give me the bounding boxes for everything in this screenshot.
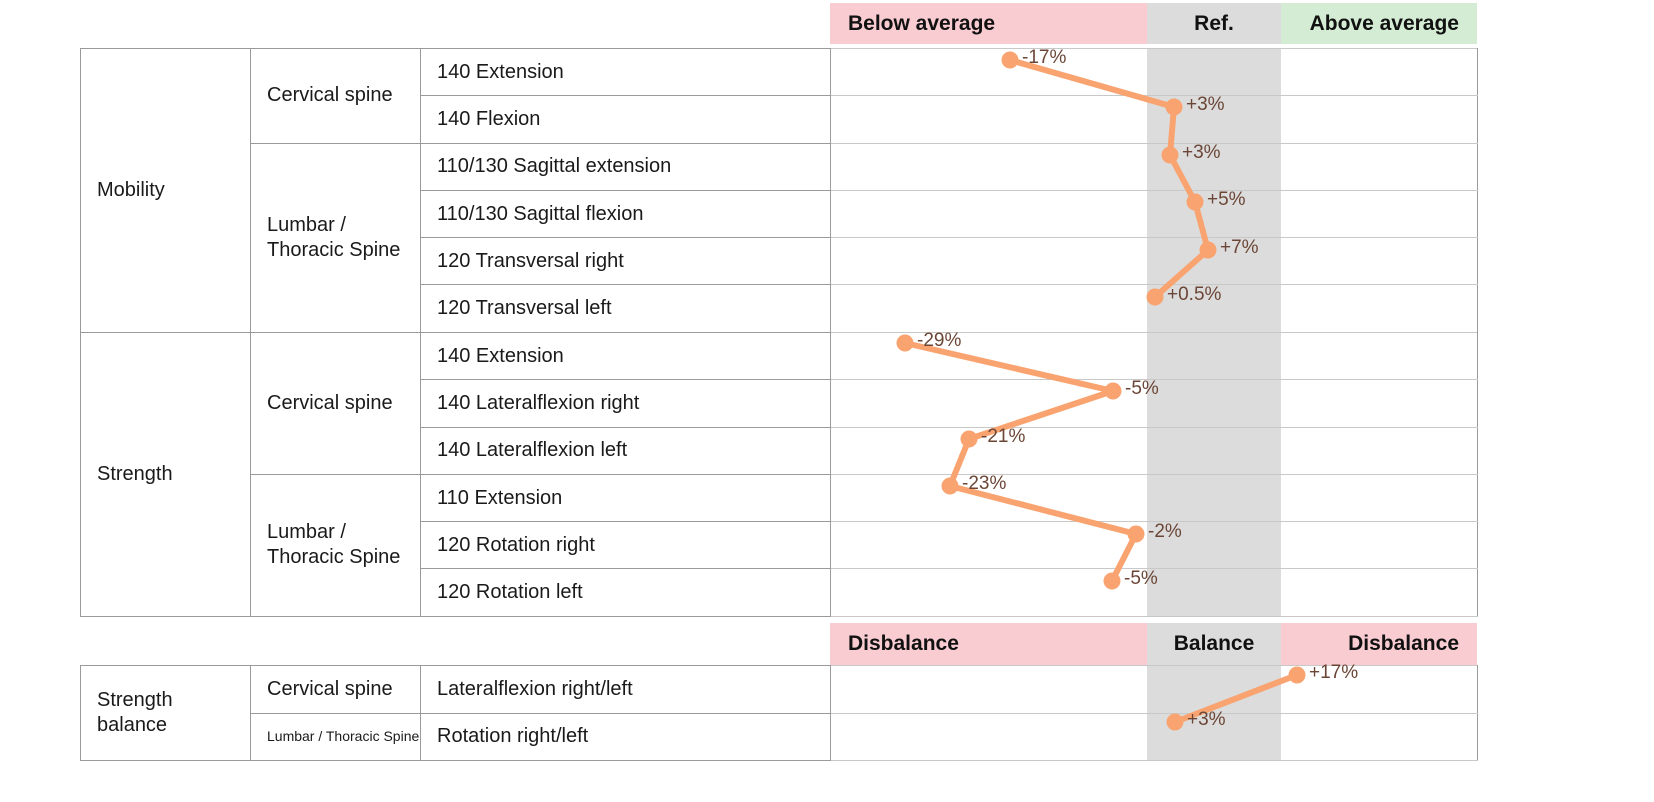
subgroup-label-line: Lumbar / <box>267 213 346 236</box>
measurement-label-cell: 120 Transversal left <box>420 284 831 333</box>
measurement-label-cell: 110 Extension <box>420 473 831 523</box>
subgroup-label-line: Thoracic Spine <box>267 546 401 569</box>
data-point-label: +3% <box>1187 709 1226 730</box>
legend-above-average: Above average <box>1281 3 1477 44</box>
data-point-label: -17% <box>1022 47 1067 68</box>
subgroup-label-line: Thoracic Spine <box>267 238 401 261</box>
subgroup-label-cell: Cervical spine <box>250 332 421 475</box>
plot-cell <box>830 95 1478 144</box>
subgroup-label-line: Cervical spine <box>267 677 393 700</box>
subgroup-label-cell: Lumbar /Thoracic Spine <box>250 142 421 333</box>
subgroup-label-cell: Lumbar / Thoracic Spine <box>250 712 421 761</box>
plot-cell <box>830 665 1478 714</box>
measurement-label-cell: 120 Transversal right <box>420 237 831 286</box>
plot-cell <box>830 473 1478 523</box>
plot-cell <box>830 237 1478 286</box>
plot-cell <box>830 142 1478 191</box>
subgroup-label-line: Lumbar / <box>267 521 346 544</box>
data-point-label: -2% <box>1148 521 1182 542</box>
measurement-label-cell: 120 Rotation right <box>420 521 831 570</box>
legend-reference: Ref. <box>1147 3 1281 44</box>
measurement-label-cell: Rotation right/left <box>420 712 831 761</box>
data-point-label: +3% <box>1182 142 1221 163</box>
plot-cell <box>830 426 1478 475</box>
data-point-label: +5% <box>1207 189 1246 210</box>
group-label-line: Strength <box>97 462 173 485</box>
plot-cell <box>830 712 1478 761</box>
data-point-label: -5% <box>1125 378 1159 399</box>
subgroup-label-line: Lumbar / Thoracic Spine <box>267 728 420 744</box>
subgroup-label-line: Cervical spine <box>267 84 393 107</box>
group-label-line: Strength <box>97 689 173 711</box>
table-row: Strength Cervical spine 140 Extension <box>80 331 1478 617</box>
data-point-label: +7% <box>1220 237 1259 258</box>
measurement-label-cell: 110/130 Sagittal extension <box>420 142 831 191</box>
data-point-label: +3% <box>1186 94 1225 115</box>
measurement-label-cell: 140 Extension <box>420 331 831 381</box>
table-strength-balance: Strength balance Cervical spine Lateralflex… <box>80 665 1478 761</box>
data-point-label: -5% <box>1124 568 1158 589</box>
subgroup-label-cell: Cervical spine <box>250 665 421 714</box>
data-point-label: +0.5% <box>1167 284 1222 305</box>
measurement-label-cell: Lateralflexion right/left <box>420 665 831 714</box>
group-label-cell: Strength <box>80 332 251 617</box>
data-point-label: +17% <box>1309 662 1359 683</box>
measurement-label-cell: 140 Lateralflexion right <box>420 379 831 428</box>
table-row: 120 Rotation left <box>81 568 1478 617</box>
group-label-cell: Mobility <box>80 48 251 333</box>
table-row: Strength balance Cervical spine Lateralflex… <box>80 665 1478 761</box>
subgroup-label-cell: Cervical spine <box>250 48 421 144</box>
plot-cell <box>830 189 1478 239</box>
measurement-label-cell: 110/130 Sagittal flexion <box>420 189 831 239</box>
group-label-line: balance <box>97 714 168 736</box>
group-label-line: Mobility <box>97 178 165 201</box>
subgroup-label-line: Cervical spine <box>267 391 393 414</box>
measurement-label-cell: 120 Rotation left <box>420 568 831 617</box>
data-point-label: -21% <box>981 426 1026 447</box>
table-row: Mobility Cervical spine 140 Extension <box>80 47 1478 333</box>
legend-disbalance-left: Disbalance <box>830 623 1147 665</box>
legend-below-average: Below average <box>830 3 1147 44</box>
group-label-cell: Strength balance <box>80 665 251 761</box>
plot-cell <box>830 47 1478 97</box>
measurement-label-cell: 140 Lateralflexion left <box>420 426 831 475</box>
plot-cell <box>830 284 1478 333</box>
legend-disbalance-right: Disbalance <box>1281 623 1477 665</box>
data-point-label: -23% <box>962 473 1007 494</box>
measurement-label-cell: 140 Flexion <box>420 95 831 144</box>
subgroup-label-cell: Lumbar /Thoracic Spine <box>250 473 421 617</box>
data-point-label: -29% <box>917 330 962 351</box>
table-row: 120 Transversal left <box>81 284 1478 333</box>
measurement-label-cell: 140 Extension <box>420 47 831 97</box>
legend-balance: Balance <box>1147 623 1281 665</box>
